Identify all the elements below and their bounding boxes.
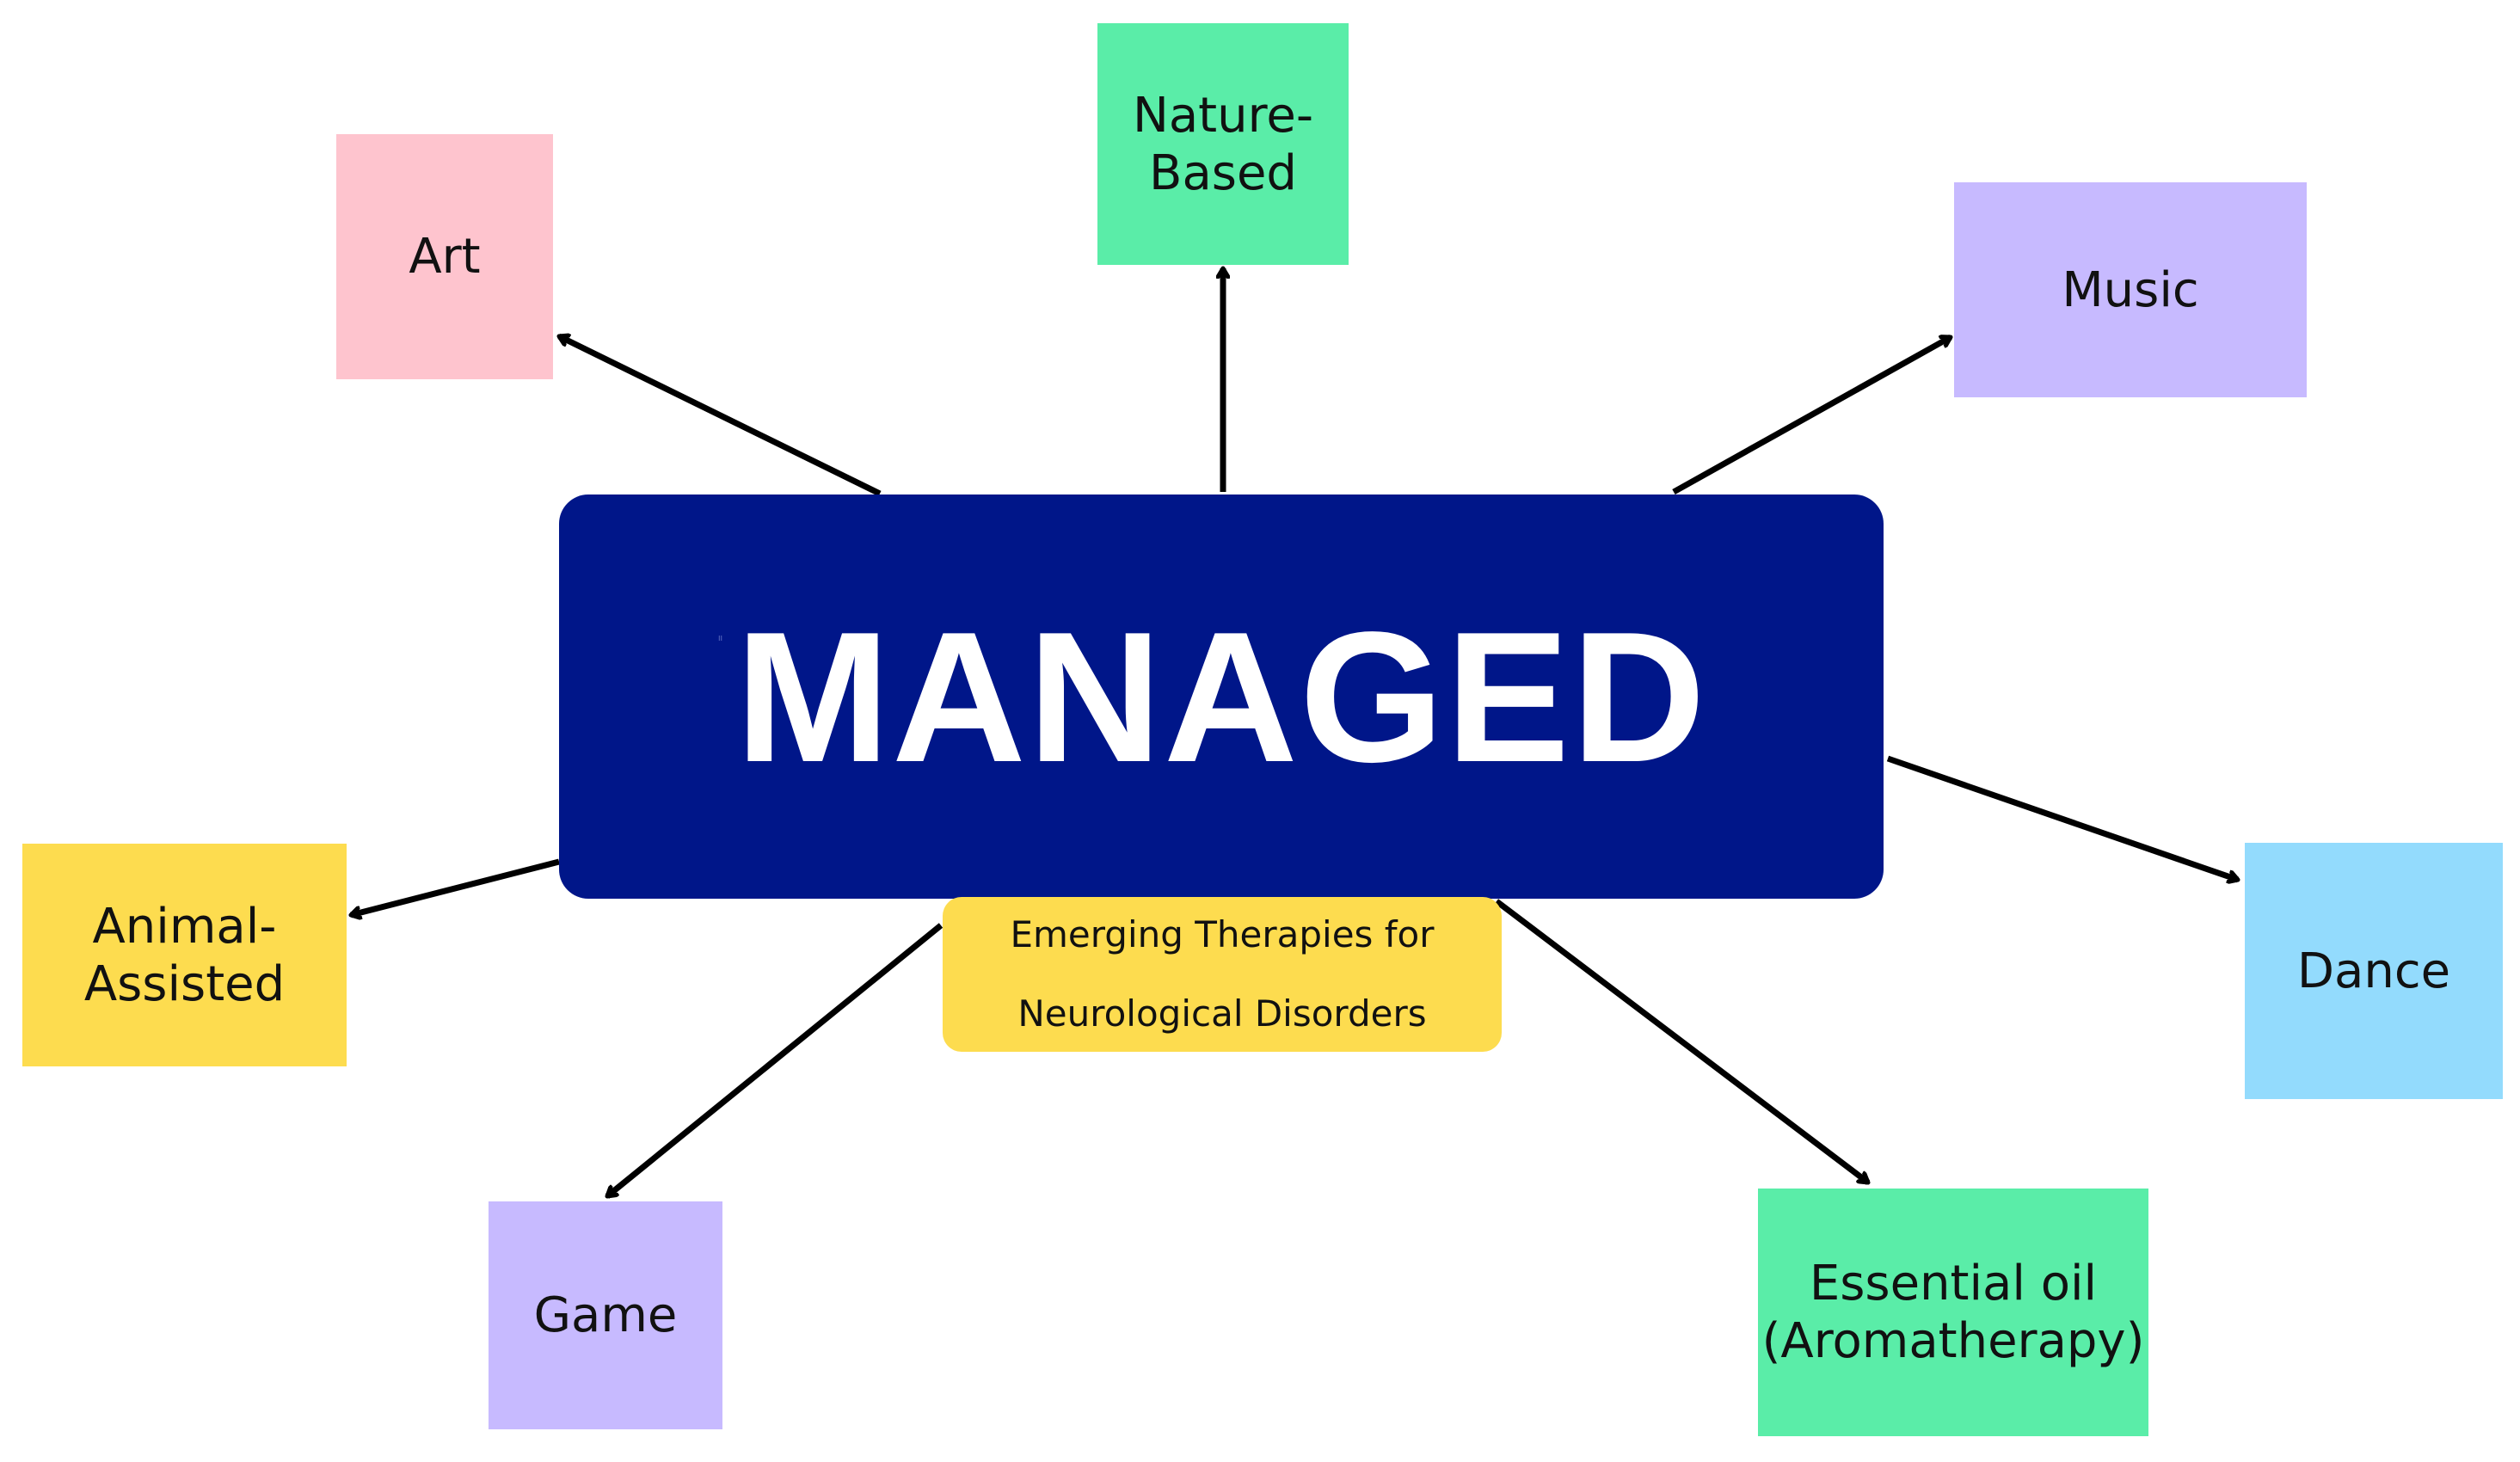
- arrow-to-dance: [1886, 755, 2238, 880]
- arrow-to-music: [1672, 334, 1951, 495]
- node-essential-oil: Essential oil (Aromatherapy): [1758, 1189, 2148, 1436]
- node-animal-assisted: Animal- Assisted: [22, 844, 347, 1066]
- central-node-managed: MANAGED: [559, 494, 1884, 899]
- node-dance: Dance: [2245, 843, 2503, 1099]
- node-nature-based: Nature- Based: [1097, 23, 1349, 265]
- arrow-to-animal-assisted: [351, 858, 560, 915]
- arrow-to-essential-oil: [1494, 899, 1868, 1185]
- subtitle-emerging-therapies: Emerging Therapies for Neurological Diso…: [943, 897, 1502, 1052]
- node-game: Game: [489, 1201, 722, 1429]
- node-music: Music: [1954, 182, 2307, 397]
- node-art: Art: [336, 134, 553, 379]
- arrow-to-game: [607, 923, 943, 1199]
- decorative-dots: ⁝⁝: [718, 635, 723, 642]
- arrow-to-art: [559, 336, 882, 497]
